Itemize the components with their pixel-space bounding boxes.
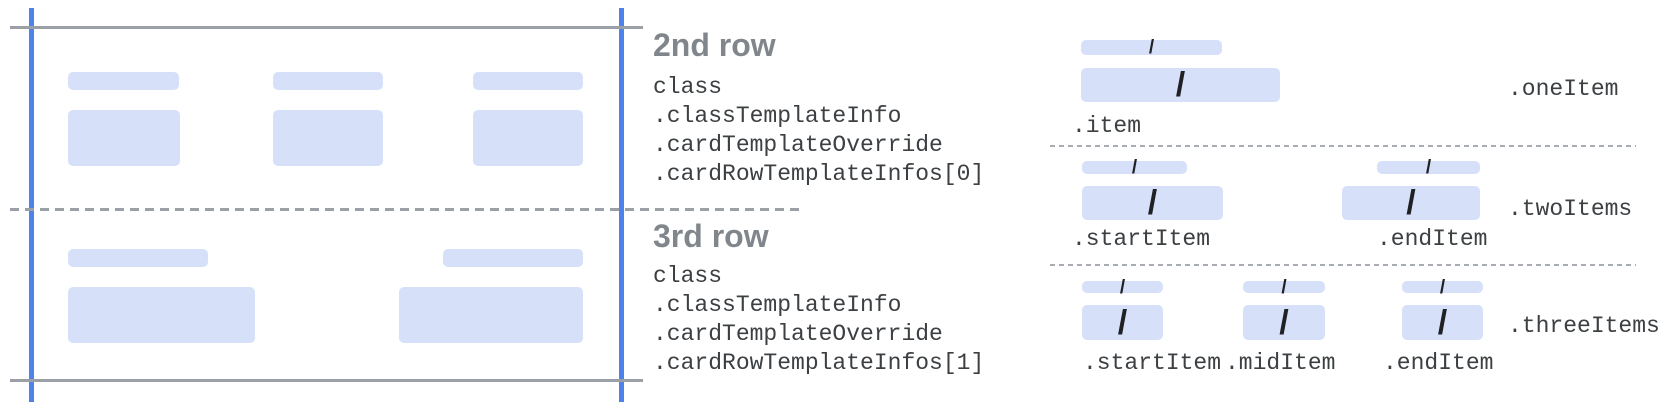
three-items-start-value-bar: /: [1082, 305, 1163, 340]
one-item-layout-name: .oneItem: [1508, 76, 1619, 102]
two-items-end-value-bar: /: [1342, 186, 1480, 220]
two-items-start-label-bar: /: [1082, 157, 1187, 178]
row3-title: 3rd row: [653, 218, 769, 254]
row3-code-line: .classTemplateInfo: [653, 292, 902, 318]
row3-start-label-placeholder: [68, 249, 208, 267]
row3-code-line: .cardRowTemplateInfos[1]: [653, 350, 985, 376]
two-items-start-value-bar: /: [1082, 186, 1223, 220]
row3-code-line: class: [653, 263, 723, 289]
three-items-mid-label-bar: /: [1243, 278, 1325, 297]
card-left-margin-guide: [29, 8, 34, 402]
row3-code-path: class .classTemplateInfo .cardTemplateOv…: [653, 262, 984, 378]
three-items-mid-label: .midItem: [1225, 350, 1336, 376]
slash-glyph: /: [1119, 276, 1126, 298]
three-items-mid-value-bar: /: [1243, 305, 1325, 340]
three-items-end-value-bar: /: [1402, 305, 1483, 340]
row2-col2-value-placeholder: [273, 110, 383, 166]
card-bottom-border-line: [10, 379, 643, 382]
row3-end-value-placeholder: [399, 287, 583, 343]
row3-end-label-placeholder: [443, 249, 583, 267]
slash-glyph: /: [1406, 184, 1416, 222]
card-top-border-line: [10, 26, 643, 29]
card-row-divider-dashed-line: [10, 208, 800, 211]
three-items-end-label-bar: /: [1402, 278, 1483, 297]
slash-glyph: /: [1281, 276, 1287, 298]
three-items-start-label: .startItem: [1083, 350, 1222, 376]
slash-glyph: /: [1148, 37, 1155, 58]
row2-code-line: .classTemplateInfo: [653, 103, 902, 129]
one-item-label-bar: /: [1081, 37, 1222, 58]
one-item-value-bar: /: [1081, 68, 1280, 102]
slash-glyph: /: [1439, 276, 1446, 298]
row3-code-line: .cardTemplateOverride: [653, 321, 943, 347]
card-right-margin-guide: [619, 8, 624, 402]
row2-col1-label-placeholder: [68, 72, 179, 90]
slash-glyph: /: [1437, 303, 1448, 342]
row2-col3-value-placeholder: [473, 110, 583, 166]
row3-start-value-placeholder: [68, 287, 255, 343]
row2-code-line: .cardRowTemplateInfos[0]: [653, 161, 985, 187]
three-items-end-label: .endItem: [1383, 350, 1494, 376]
slash-glyph: /: [1131, 157, 1138, 178]
two-items-layout-name: .twoItems: [1508, 196, 1633, 222]
slash-glyph: /: [1147, 184, 1158, 222]
row2-col2-label-placeholder: [273, 72, 383, 90]
slash-glyph: /: [1425, 157, 1432, 178]
layout-row-divider-dotted-line: [1050, 145, 1636, 147]
row2-code-path: class .classTemplateInfo .cardTemplateOv…: [653, 73, 984, 189]
row2-title: 2nd row: [653, 27, 776, 63]
two-items-end-label: .endItem: [1377, 226, 1488, 252]
row2-col3-label-placeholder: [473, 72, 583, 90]
row2-code-line: .cardTemplateOverride: [653, 132, 943, 158]
row2-col1-value-placeholder: [68, 110, 180, 166]
two-items-start-label: .startItem: [1072, 226, 1211, 252]
three-items-layout-name: .threeItems: [1508, 313, 1660, 339]
slash-glyph: /: [1175, 66, 1186, 104]
slash-glyph: /: [1279, 303, 1289, 342]
two-items-end-label-bar: /: [1377, 157, 1480, 178]
row2-code-line: class: [653, 74, 723, 100]
one-item-item-label: .item: [1072, 113, 1142, 139]
slash-glyph: /: [1117, 303, 1128, 342]
layout-row-divider-dotted-line: [1050, 264, 1636, 266]
three-items-start-label-bar: /: [1082, 278, 1163, 297]
